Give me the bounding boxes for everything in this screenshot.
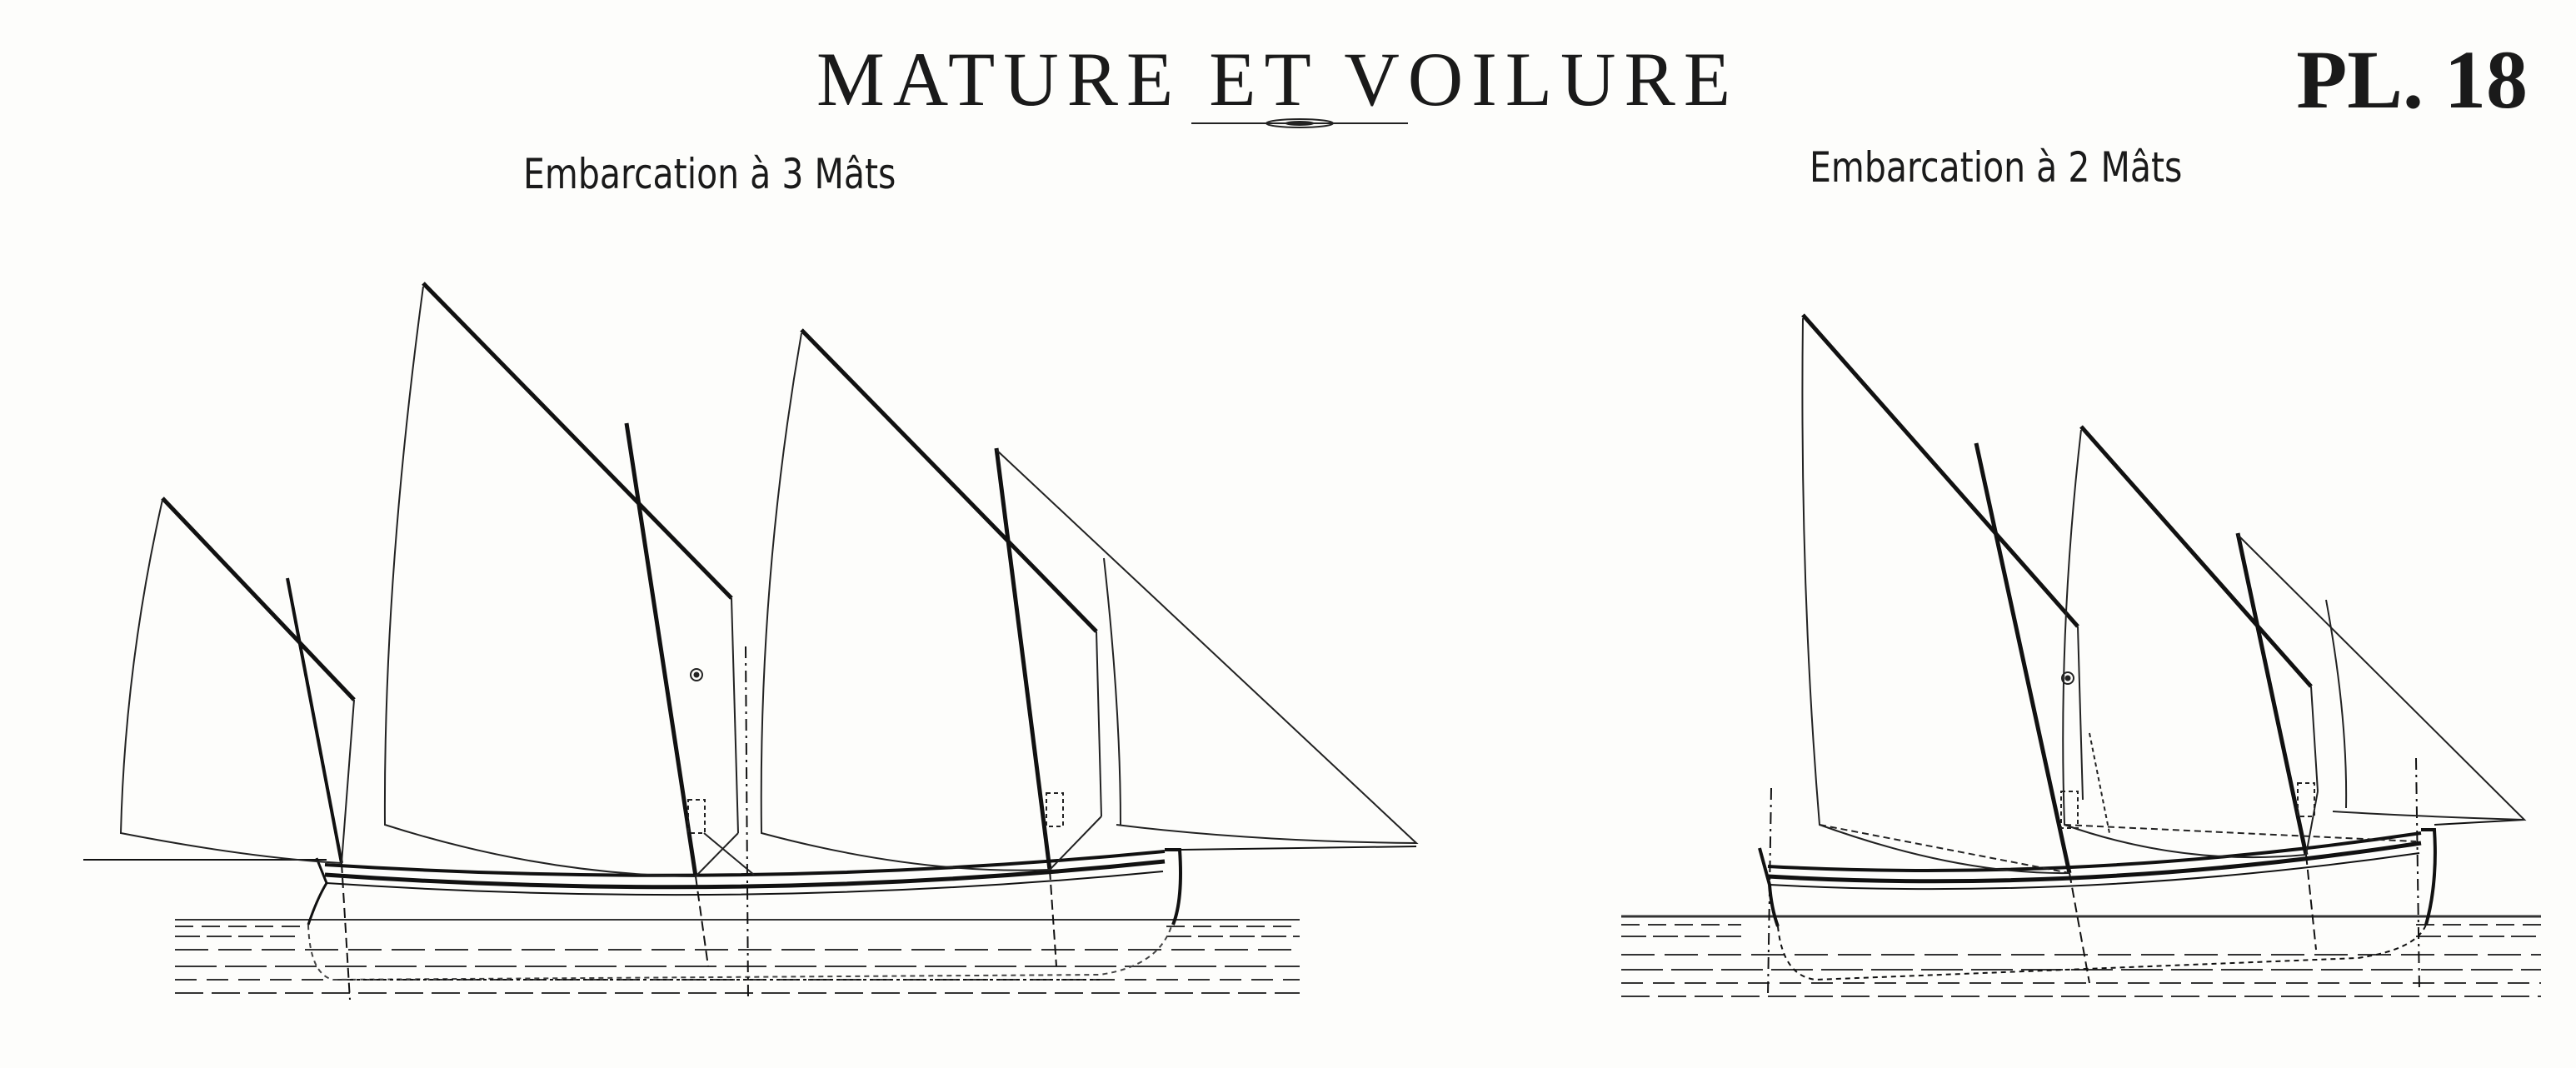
- sails-right: [1801, 317, 2527, 875]
- hull-right: [1758, 819, 2525, 981]
- three-mast-boat: [83, 282, 1419, 1001]
- caption-two-masts: Embarcation à 2 Mâts: [1810, 143, 2183, 192]
- hull-left: [83, 846, 1417, 981]
- water-lines-left: [175, 919, 1300, 994]
- caption-three-masts: Embarcation à 3 Mâts: [523, 150, 896, 198]
- details-left: [687, 668, 1064, 876]
- title-ornament: [1191, 118, 1408, 128]
- plate-title: MATURE ET VOILURE: [816, 37, 1740, 122]
- plate-number: PL. 18: [2296, 33, 2528, 126]
- water-lines-right: [1621, 915, 2541, 997]
- sails-left: [119, 286, 1419, 877]
- details-right: [2060, 671, 2315, 834]
- masts-right: [1767, 442, 2420, 997]
- two-mast-boat: [1621, 313, 2541, 997]
- yards-left: [161, 282, 1098, 701]
- masts-left: [286, 422, 1057, 1001]
- yards-right: [1801, 313, 2313, 688]
